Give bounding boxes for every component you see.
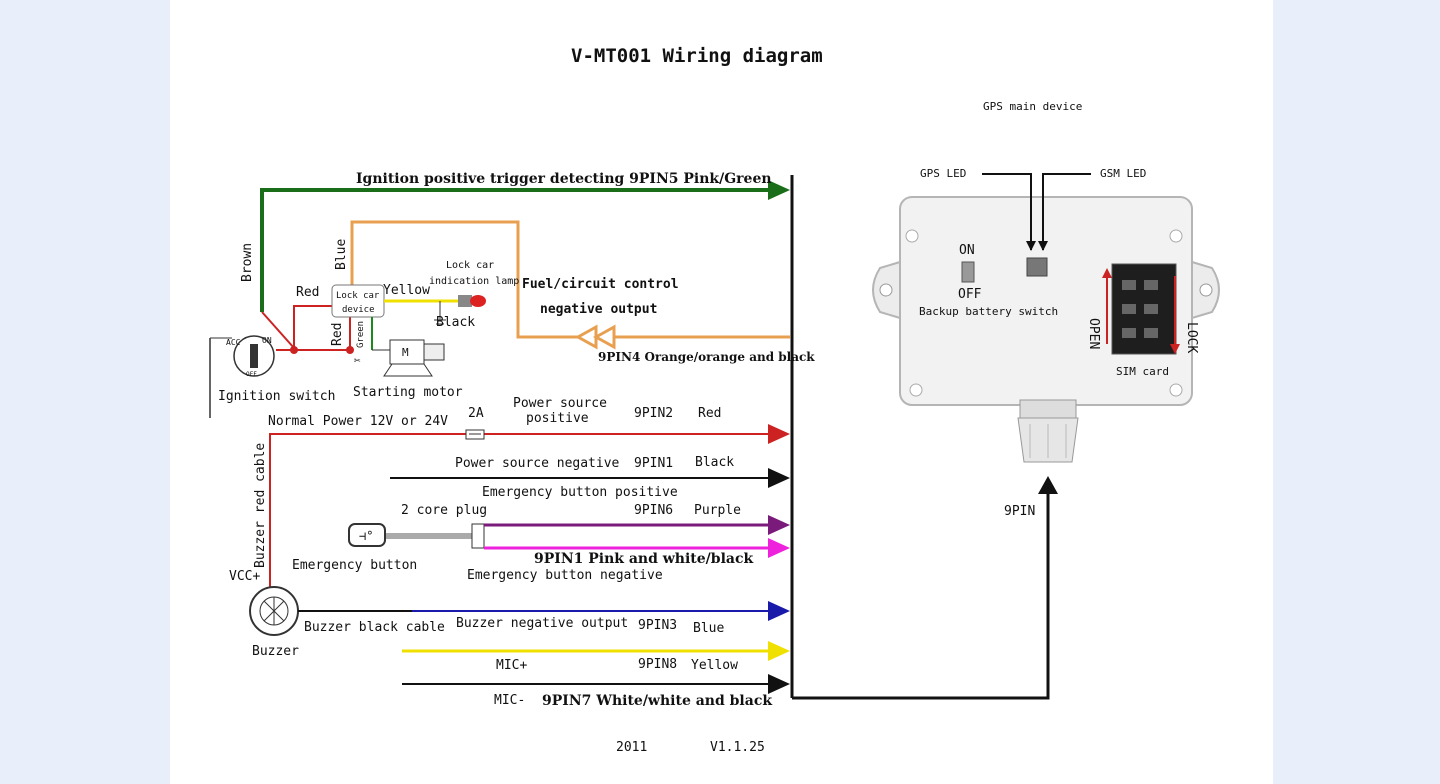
power-positive-label-1: Power source (513, 396, 607, 411)
lock-lamp-label-1: Lock car (446, 260, 494, 271)
red-top-label: Red (296, 285, 319, 300)
fuel-control-label-1: Fuel/circuit control (522, 277, 679, 292)
emergency-negative-label: Emergency button negative (467, 568, 663, 583)
vcc-label: VCC+ (229, 569, 260, 584)
normal-power-label: Normal Power 12V or 24V (268, 414, 448, 429)
lock-car-device-text-1: Lock car (336, 291, 380, 301)
backup-battery-switch-label: Backup battery switch (919, 305, 1058, 318)
pin1-pink-label: 9PIN1 Pink and white/black (534, 551, 753, 567)
buzzer-label: Buzzer (252, 644, 299, 659)
nine-pin-label: 9PIN (1004, 504, 1035, 519)
pin7-label: 9PIN7 White/white and black (542, 693, 772, 709)
open-label: OPEN (1086, 318, 1101, 349)
ignition-switch-icon: ACC ON OFF (209, 335, 275, 418)
on-small-label: ON (262, 336, 272, 345)
year-label: 2011 (616, 740, 647, 755)
ignition-trigger-wire (260, 188, 770, 312)
acc-label: ACC (226, 338, 241, 347)
power-positive-wire (269, 433, 770, 602)
bus-to-device-cable (792, 492, 1050, 700)
version-label: V1.1.25 (710, 740, 765, 755)
fuel-control-label-2: negative output (540, 302, 657, 317)
gps-led-label: GPS LED (920, 167, 966, 180)
brown-label: Brown (240, 243, 255, 282)
emergency-button-icon: ⊣° (348, 523, 386, 547)
motor-icon: M (372, 339, 445, 377)
off-label: OFF (958, 287, 982, 302)
buzzer-black-cable-label: Buzzer black cable (304, 620, 445, 635)
lock-label: LOCK (1184, 322, 1199, 353)
mic-plus-label: MIC+ (496, 658, 527, 673)
green-label: Green (356, 321, 366, 348)
ignition-switch-label: Ignition switch (218, 389, 335, 404)
fuse-2a-label: 2A (468, 406, 484, 421)
red-wire-label: Red (698, 406, 721, 421)
nine-pin-arrow (1038, 476, 1058, 494)
starting-motor-label: Starting motor (353, 385, 463, 400)
on-label: ON (959, 243, 975, 258)
black-lamp-label: Black (436, 315, 475, 330)
pin3-label: 9PIN3 (638, 618, 677, 633)
sim-card-label: SIM card (1116, 365, 1169, 378)
black-wire-label: Black (695, 455, 734, 470)
pin6-label: 9PIN6 (634, 503, 673, 518)
emergency-button-label: Emergency button (292, 558, 417, 573)
off-small-label: OFF (246, 371, 257, 378)
lamp-icon (434, 295, 486, 325)
gps-main-device-label: GPS main device (983, 100, 1082, 113)
lock-car-device-text-2: device (342, 305, 375, 315)
pin2-label: 9PIN2 (634, 406, 673, 421)
buzzer-icon (249, 586, 299, 636)
purple-label: Purple (694, 503, 741, 518)
lock-car-device-icon: Lock car device (331, 284, 385, 318)
svg-text:✂: ✂ (354, 354, 361, 367)
lock-lamp-label-2: indication lamp (429, 276, 519, 287)
sim-slot-icon (1111, 263, 1177, 355)
yellow-wire-label: Yellow (691, 658, 738, 673)
page-title: V-MT001 Wiring diagram (571, 45, 823, 67)
buzzer-red-cable-label: Buzzer red cable (253, 443, 268, 568)
blue-label: Blue (334, 239, 349, 270)
pin4-label: 9PIN4 Orange/orange and black (598, 350, 815, 364)
buzzer-negative-label: Buzzer negative output (456, 616, 628, 631)
red-vertical-label: Red (330, 323, 345, 346)
blue-wire-label: Blue (693, 621, 724, 636)
pin1-label: 9PIN1 (634, 456, 673, 471)
power-positive-label-2: positive (526, 411, 589, 426)
svg-text:⊣°: ⊣° (359, 529, 373, 543)
emergency-positive-label: Emergency button positive (482, 485, 678, 500)
gsm-led-label: GSM LED (1100, 167, 1146, 180)
yellow-label: Yellow (383, 283, 430, 298)
pin8-label: 9PIN8 (638, 657, 677, 672)
motor-m-label: M (402, 346, 409, 359)
power-negative-label: Power source negative (455, 456, 620, 471)
fuse-icon (465, 429, 485, 440)
ignition-trigger-label: Ignition positive trigger detecting 9PIN… (356, 171, 772, 187)
cable-gland-icon (1017, 399, 1079, 463)
two-core-plug-label: 2 core plug (401, 503, 487, 518)
mic-minus-label: MIC- (494, 693, 525, 708)
